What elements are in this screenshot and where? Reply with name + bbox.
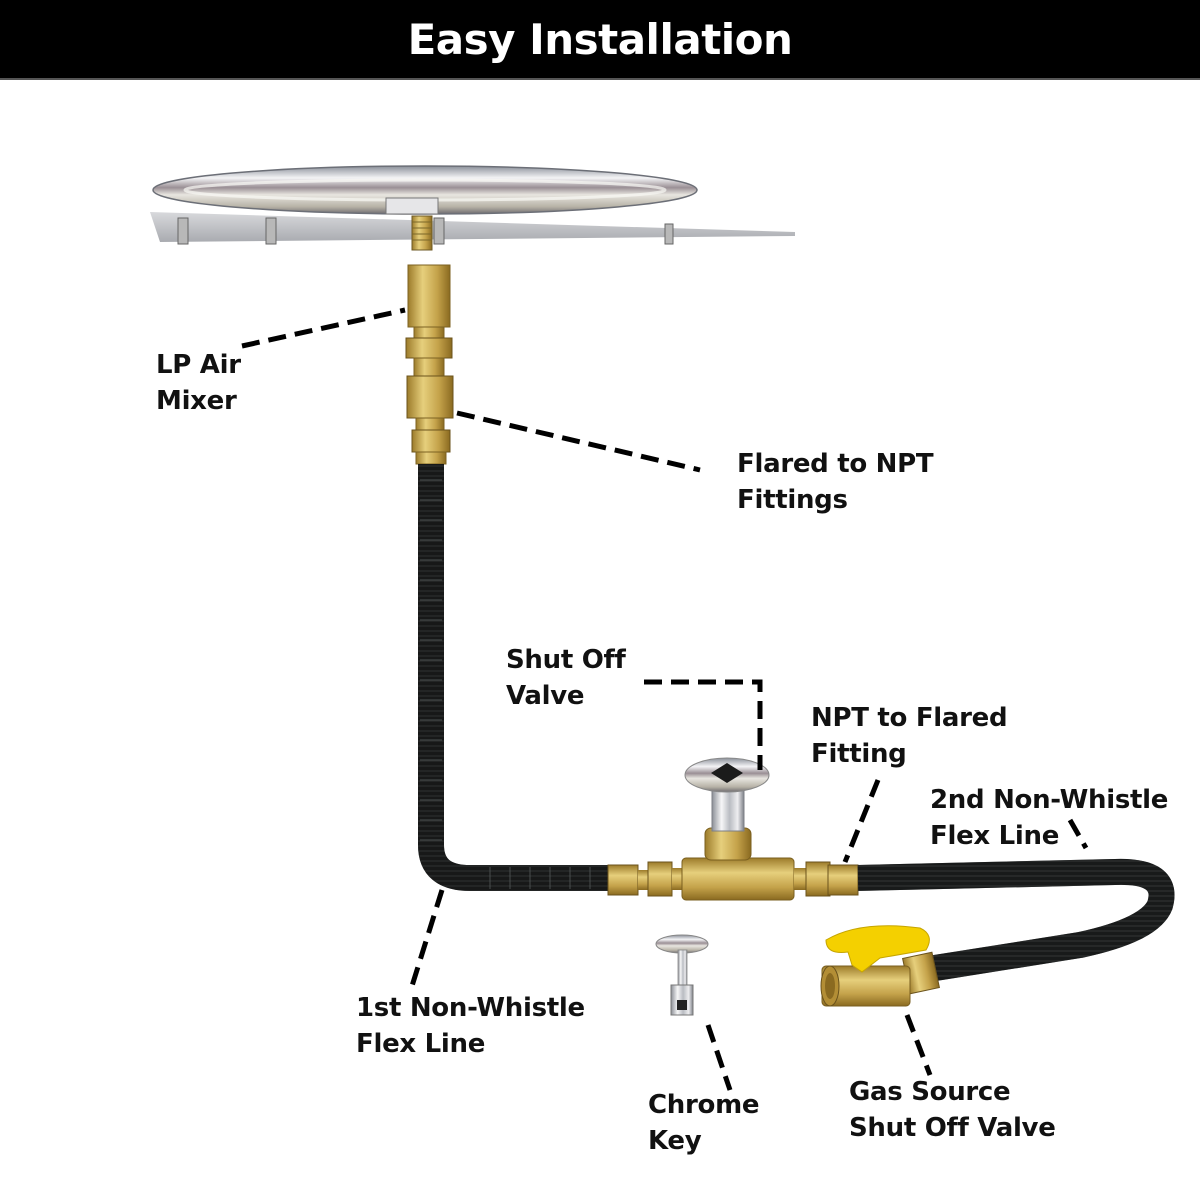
leader-shut-off-valve	[644, 679, 763, 770]
label-flared-to-npt-fittings: Flared to NPT Fittings	[737, 446, 934, 518]
label-line: LP Air	[156, 350, 241, 380]
label-lp-air-mixer: LP Air Mixer	[156, 347, 241, 419]
label-line: 1st Non-Whistle	[356, 993, 585, 1023]
label-gas-source-shut-off-valve: Gas Source Shut Off Valve	[849, 1074, 1056, 1146]
gas-source-shut-off-valve	[820, 925, 941, 1007]
label-line: Shut Off	[506, 645, 626, 675]
leader-lp-air-mixer	[241, 307, 406, 349]
leader-gas-source-valve	[904, 1014, 933, 1076]
burner-ring	[150, 165, 795, 251]
label-line: Flex Line	[356, 1029, 486, 1059]
leader-chrome-key	[705, 1024, 733, 1091]
chrome-key	[655, 934, 709, 1016]
valve-stem	[711, 784, 745, 832]
label-line: Flex Line	[930, 821, 1060, 851]
lp-air-mixer	[407, 264, 451, 340]
label-line: Flared to NPT	[737, 449, 934, 479]
shut-off-valve	[607, 757, 831, 901]
valve-handle-yellow	[825, 925, 930, 973]
leader-first-flex-line	[409, 889, 445, 987]
burner-inlet-thread	[411, 215, 433, 251]
npt-to-flared-fitting	[827, 864, 859, 896]
label-line: Key	[648, 1126, 702, 1156]
leader-lines	[241, 307, 1089, 1091]
label-line: Gas Source	[849, 1077, 1011, 1107]
label-line: Fittings	[737, 485, 848, 515]
flared-to-npt-fittings	[405, 337, 454, 465]
leader-flared-to-npt	[456, 410, 701, 473]
label-line: Valve	[506, 681, 585, 711]
leader-second-flex-line	[1067, 818, 1089, 850]
label-shut-off-valve: Shut Off Valve	[506, 642, 626, 714]
label-line: 2nd Non-Whistle	[930, 785, 1169, 815]
label-line: NPT to Flared	[811, 703, 1008, 733]
label-npt-to-flared-fitting: NPT to Flared Fitting	[811, 700, 1008, 772]
leader-npt-to-flared	[842, 779, 881, 863]
label-line: Fitting	[811, 739, 907, 769]
label-line: Mixer	[156, 386, 237, 416]
page-title: Easy Installation	[407, 14, 793, 64]
valve-tee-body	[681, 857, 795, 901]
header-banner: Easy Installation	[0, 0, 1200, 80]
burner-plate	[150, 212, 795, 242]
label-chrome-key: Chrome Key	[648, 1087, 760, 1159]
label-first-flex-line: 1st Non-Whistle Flex Line	[356, 990, 585, 1062]
label-line: Shut Off Valve	[849, 1113, 1056, 1143]
label-second-flex-line: 2nd Non-Whistle Flex Line	[930, 782, 1168, 854]
label-line: Chrome	[648, 1090, 760, 1120]
valve-key-socket	[711, 763, 743, 783]
